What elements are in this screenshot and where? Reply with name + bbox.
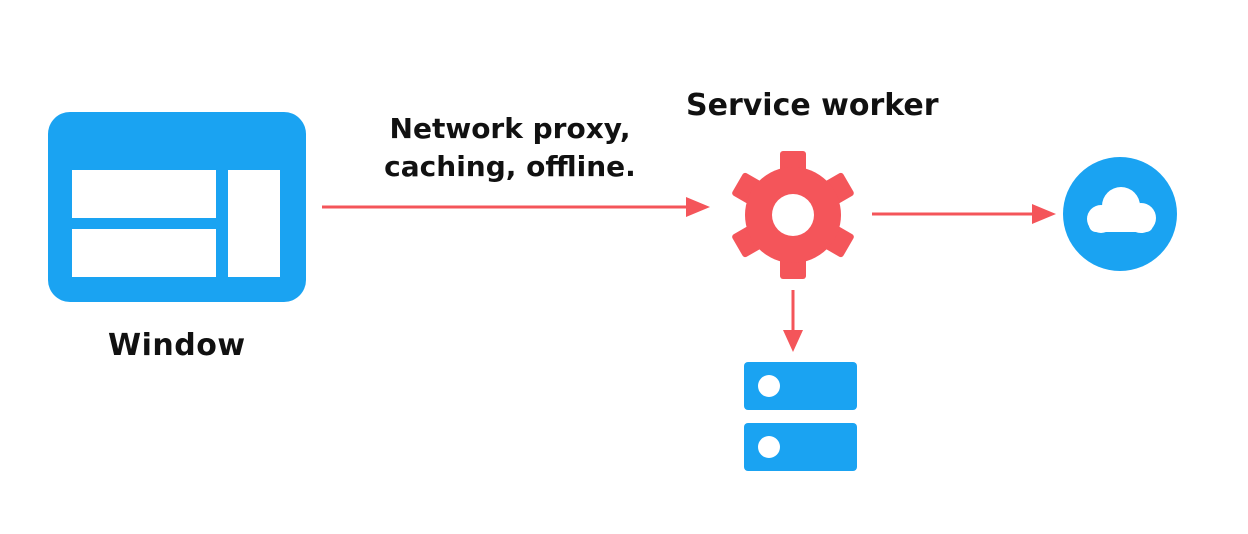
arrow-window-to-worker <box>322 197 710 217</box>
arrow-worker-to-network <box>872 204 1056 224</box>
window-label: Window <box>108 328 246 363</box>
gear-icon <box>732 151 854 279</box>
arrow-worker-to-storage <box>783 290 803 352</box>
database-server-icon <box>744 362 857 471</box>
edge-label-line-2: caching, offline. <box>384 150 636 183</box>
cloud-icon <box>1063 157 1177 271</box>
edge-label-line-1: Network proxy, <box>389 112 631 145</box>
service-worker-label: Service worker <box>686 88 939 123</box>
edge-label-network-proxy: Network proxy, caching, offline. <box>360 110 660 186</box>
browser-window-icon <box>48 112 306 302</box>
